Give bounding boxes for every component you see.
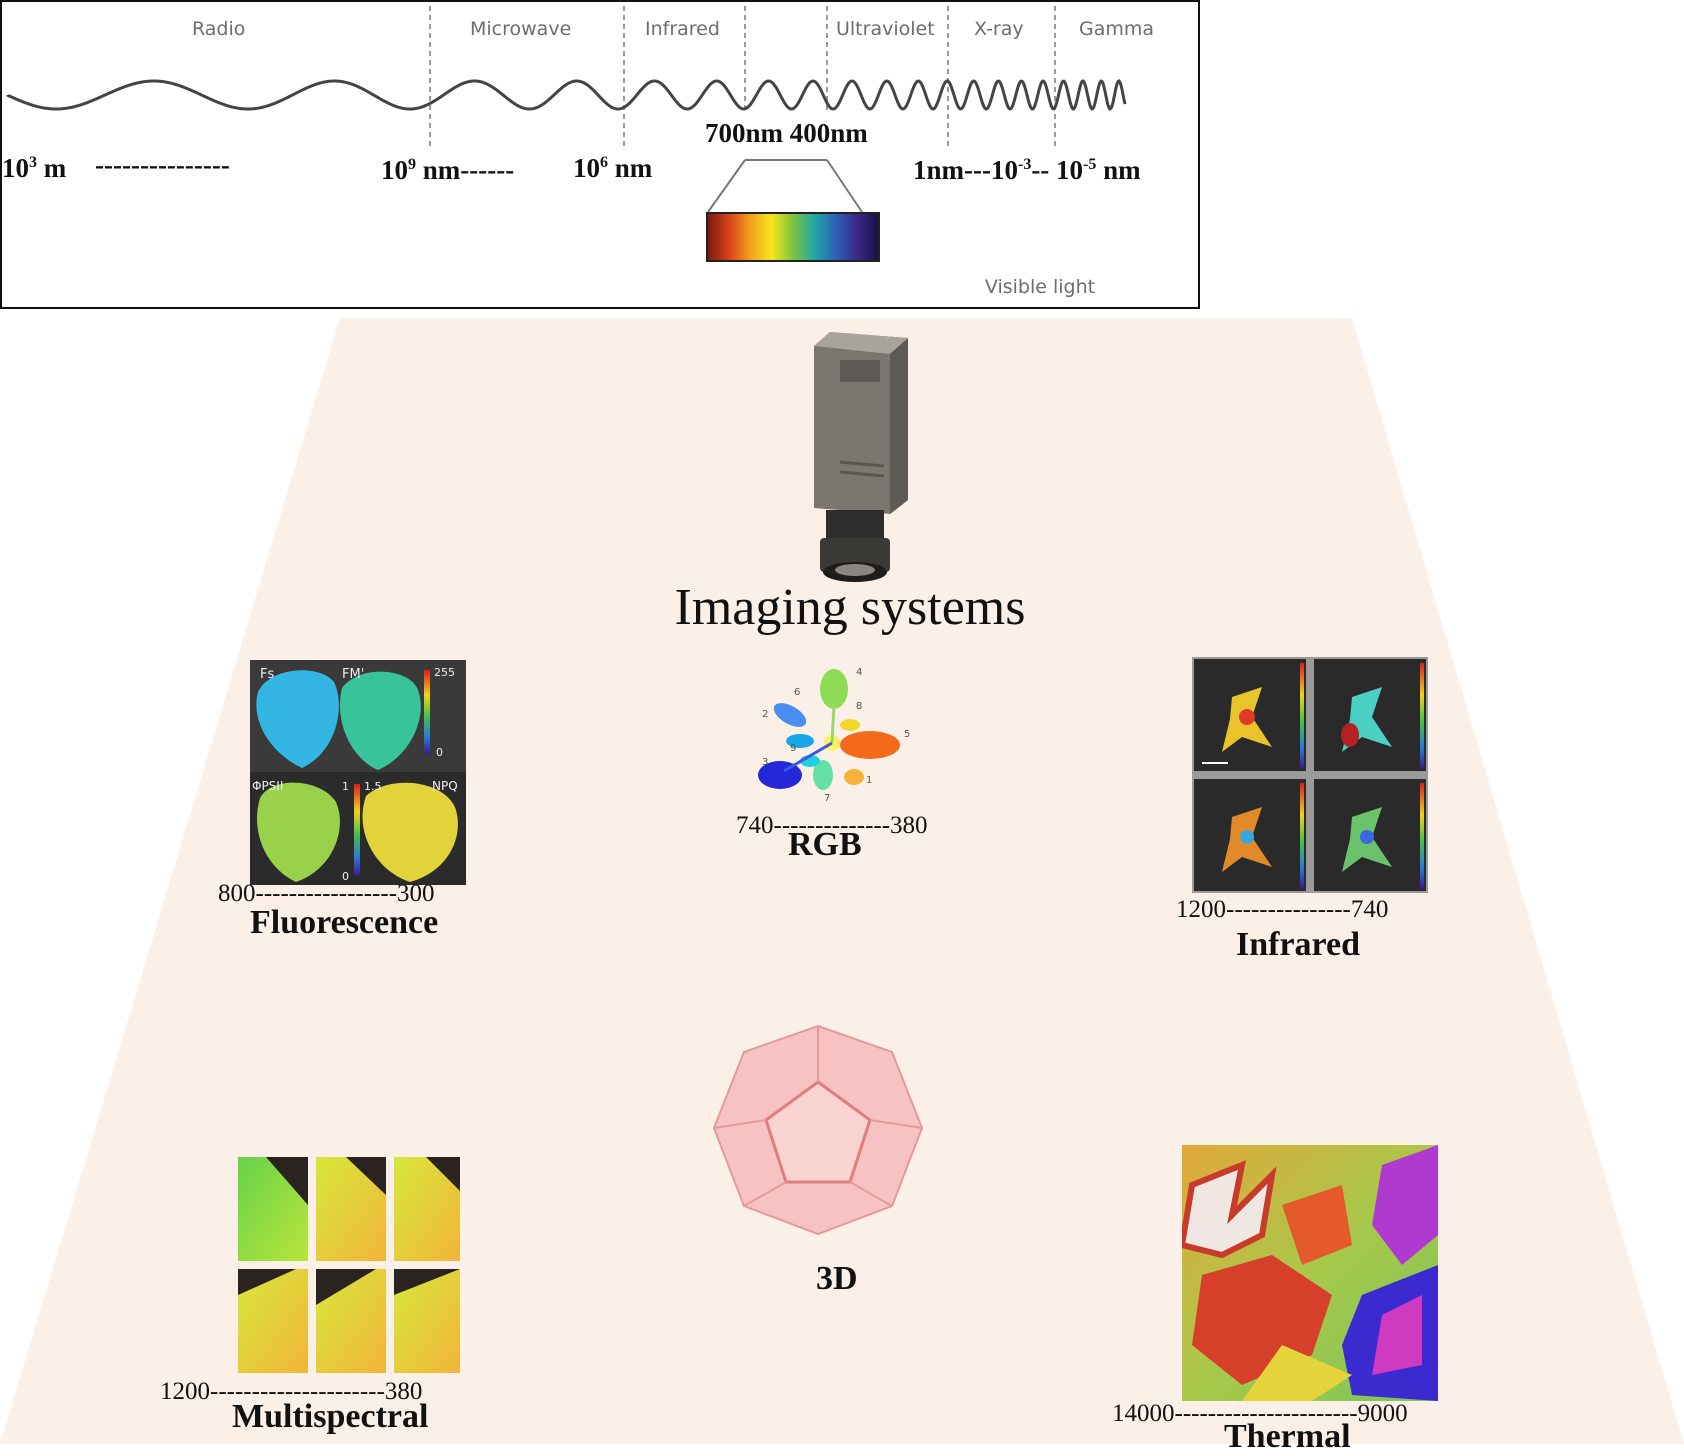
band-xray: X-ray — [974, 18, 1024, 40]
microwave-start-mark: 109 nm------ — [381, 155, 515, 185]
electromagnetic-spectrum-panel: Radio Microwave Infrared Ultraviolet X-r… — [0, 0, 1200, 309]
thermal-range: 14000----------------------9000 — [1112, 1400, 1408, 1427]
ms-tile-3 — [394, 1157, 460, 1261]
fluorescence-range: 800-----------------300 — [218, 880, 435, 907]
panel-label-npq: NPQ — [432, 779, 458, 793]
band-radio: Radio — [192, 18, 246, 40]
rgb-rosette-image: 1 2 3 4 5 6 7 8 9 — [758, 667, 910, 804]
visible-light-bar — [706, 212, 880, 262]
scale-b-min: 0 — [342, 870, 349, 883]
fluorescence-image: Fs FM' ΦPSII NPQ 255 0 1 1.5 0 — [250, 660, 466, 885]
leaf-phipsii — [257, 782, 340, 882]
infrared-range: 1200---------------740 — [1176, 896, 1389, 923]
visible-light-label: Visible light — [984, 276, 1096, 298]
leaf-number-2: 2 — [762, 709, 768, 720]
scale-b-1: 1 — [342, 780, 349, 793]
thermal-white-plant — [1182, 1160, 1277, 1259]
panel-label-fm: FM' — [342, 667, 364, 682]
infrared-label: Infrared — [1236, 926, 1361, 963]
multispectral-label: Multispectral — [232, 1398, 429, 1435]
camera-icon — [814, 332, 908, 582]
multispectral-range: 1200---------------------380 — [160, 1378, 423, 1405]
ir-plant-a — [1222, 687, 1272, 752]
dodecahedron-3d-icon — [712, 1024, 924, 1236]
leaf-fs — [256, 670, 339, 768]
scale-a-max: 255 — [434, 666, 455, 679]
ms-tile-5 — [316, 1269, 386, 1373]
leaf-number-8: 8 — [856, 701, 862, 712]
rgb-label: RGB — [788, 826, 862, 863]
ms-tile-2 — [316, 1157, 386, 1261]
scale-a-min: 0 — [436, 746, 443, 759]
infrared-image — [1192, 657, 1428, 893]
visible-range-marks: 700nm 400nm — [705, 118, 868, 148]
leaf-fm — [339, 671, 421, 770]
thermal-label: Thermal — [1224, 1418, 1351, 1455]
band-ultraviolet: Ultraviolet — [836, 18, 935, 40]
infrared-start-mark: 106 nm — [573, 153, 653, 183]
radio-start-mark: 103 m — [2, 153, 67, 183]
leaf-number-5: 5 — [904, 729, 910, 740]
leaf-number-9: 9 — [790, 743, 796, 754]
spectrum-wave — [6, 79, 1127, 111]
leaf-number-3: 3 — [762, 757, 768, 768]
thermal-red-plant-b — [1282, 1185, 1352, 1265]
fluorescence-label: Fluorescence — [250, 904, 439, 941]
ms-tile-6 — [394, 1269, 460, 1373]
leaf-npq — [362, 782, 458, 882]
visible-light-funnel — [707, 159, 863, 213]
band-gamma: Gamma — [1079, 18, 1155, 40]
spectrum-dividers — [6, 6, 1127, 213]
multispectral-image — [238, 1157, 460, 1373]
panel-label-fs: Fs — [260, 667, 274, 682]
three-d-label: 3D — [816, 1260, 858, 1297]
scale-b-max: 1.5 — [364, 780, 382, 793]
ir-plant-c — [1222, 807, 1272, 872]
ir-plant-b — [1341, 687, 1392, 752]
thermal-purple-plant — [1372, 1145, 1438, 1265]
ms-tile-1 — [238, 1157, 308, 1261]
rgb-range: 740--------------380 — [736, 812, 928, 839]
band-microwave: Microwave — [470, 18, 572, 40]
main-title: Imaging systems — [674, 579, 1026, 636]
leaf-number-6: 6 — [794, 687, 800, 698]
ir-plant-d — [1342, 807, 1392, 872]
leaf-number-4: 4 — [856, 667, 862, 678]
leaf-number-1: 1 — [866, 775, 872, 786]
radio-dashes: --------------- — [95, 150, 230, 180]
uv-xray-gamma-marks: 1nm---10-3-- 10-5 nm — [913, 155, 1141, 185]
band-infrared: Infrared — [645, 18, 720, 40]
panel-label-phipsii: ΦPSII — [252, 779, 283, 793]
leaf-number-7: 7 — [824, 793, 830, 804]
ms-tile-4 — [238, 1269, 308, 1373]
thermal-image — [1182, 1145, 1438, 1401]
